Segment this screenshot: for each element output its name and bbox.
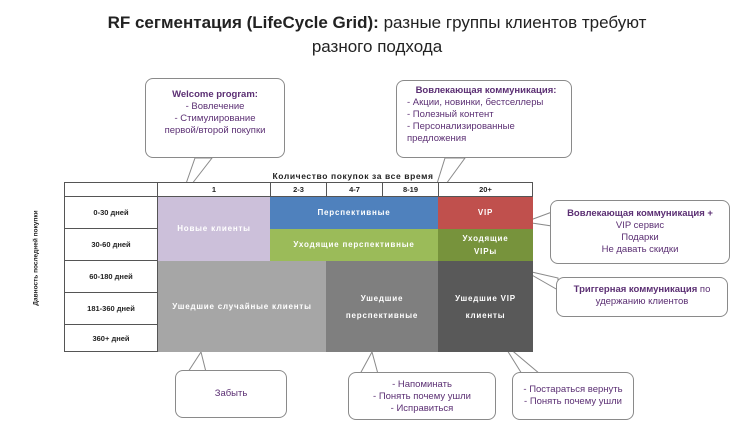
return-callout: - Постараться вернуть - Понять почему уш… (512, 372, 634, 420)
row-header-60-180: 60-180 дней (64, 260, 158, 293)
x-axis-title: Количество покупок за все время (272, 171, 434, 181)
row-header-181-360: 181-360 дней (64, 292, 158, 325)
forget-pointer (187, 350, 207, 373)
page-title: RF сегментация (LifeCycle Grid): разные … (107, 13, 647, 32)
col-header-1: 1 (157, 182, 271, 197)
col-header-4-7: 4-7 (326, 182, 383, 197)
segment-vip: VIP (438, 197, 533, 229)
remind-pointer (359, 350, 379, 375)
row-header-360-plus: 360+ дней (64, 324, 158, 352)
segment-new-clients: Новые клиенты (158, 197, 270, 261)
segment-gone-vip: Ушедшие VIP клиенты (438, 261, 533, 352)
col-header-20-plus: 20+ (438, 182, 533, 197)
segment-gone-random: Ушедшие случайные клиенты (158, 261, 326, 352)
segment-prospective: Перспективные (270, 197, 438, 229)
forget-callout: Забыть (175, 370, 287, 418)
col-header-2-3: 2-3 (270, 182, 327, 197)
segment-gone-prospective: Ушедшие перспективные (326, 261, 438, 352)
segment-leaving-vip: Уходящие VIPы (438, 229, 533, 261)
welcome-callout: Welcome program: - Вовлечение - Стимулир… (145, 78, 285, 158)
header-corner (64, 182, 158, 197)
page-title-line2: разного подхода (311, 37, 443, 56)
segment-leaving-prospective: Уходящие перспективные (270, 229, 438, 261)
vip-callout: Вовлекающая коммуникация + VIP сервис По… (550, 200, 730, 264)
trigger-callout: Триггерная коммуникация по удержанию кли… (556, 277, 728, 317)
row-header-30-60: 30-60 дней (64, 228, 158, 261)
col-header-8-19: 8-19 (382, 182, 439, 197)
engage-callout: Вовлекающая коммуникация: - Акции, новин… (396, 80, 572, 158)
row-header-0-30: 0-30 дней (64, 196, 158, 229)
remind-callout: - Напоминать - Понять почему ушли - Испр… (348, 372, 496, 420)
y-axis-title: Давность последней покупки (32, 210, 40, 306)
